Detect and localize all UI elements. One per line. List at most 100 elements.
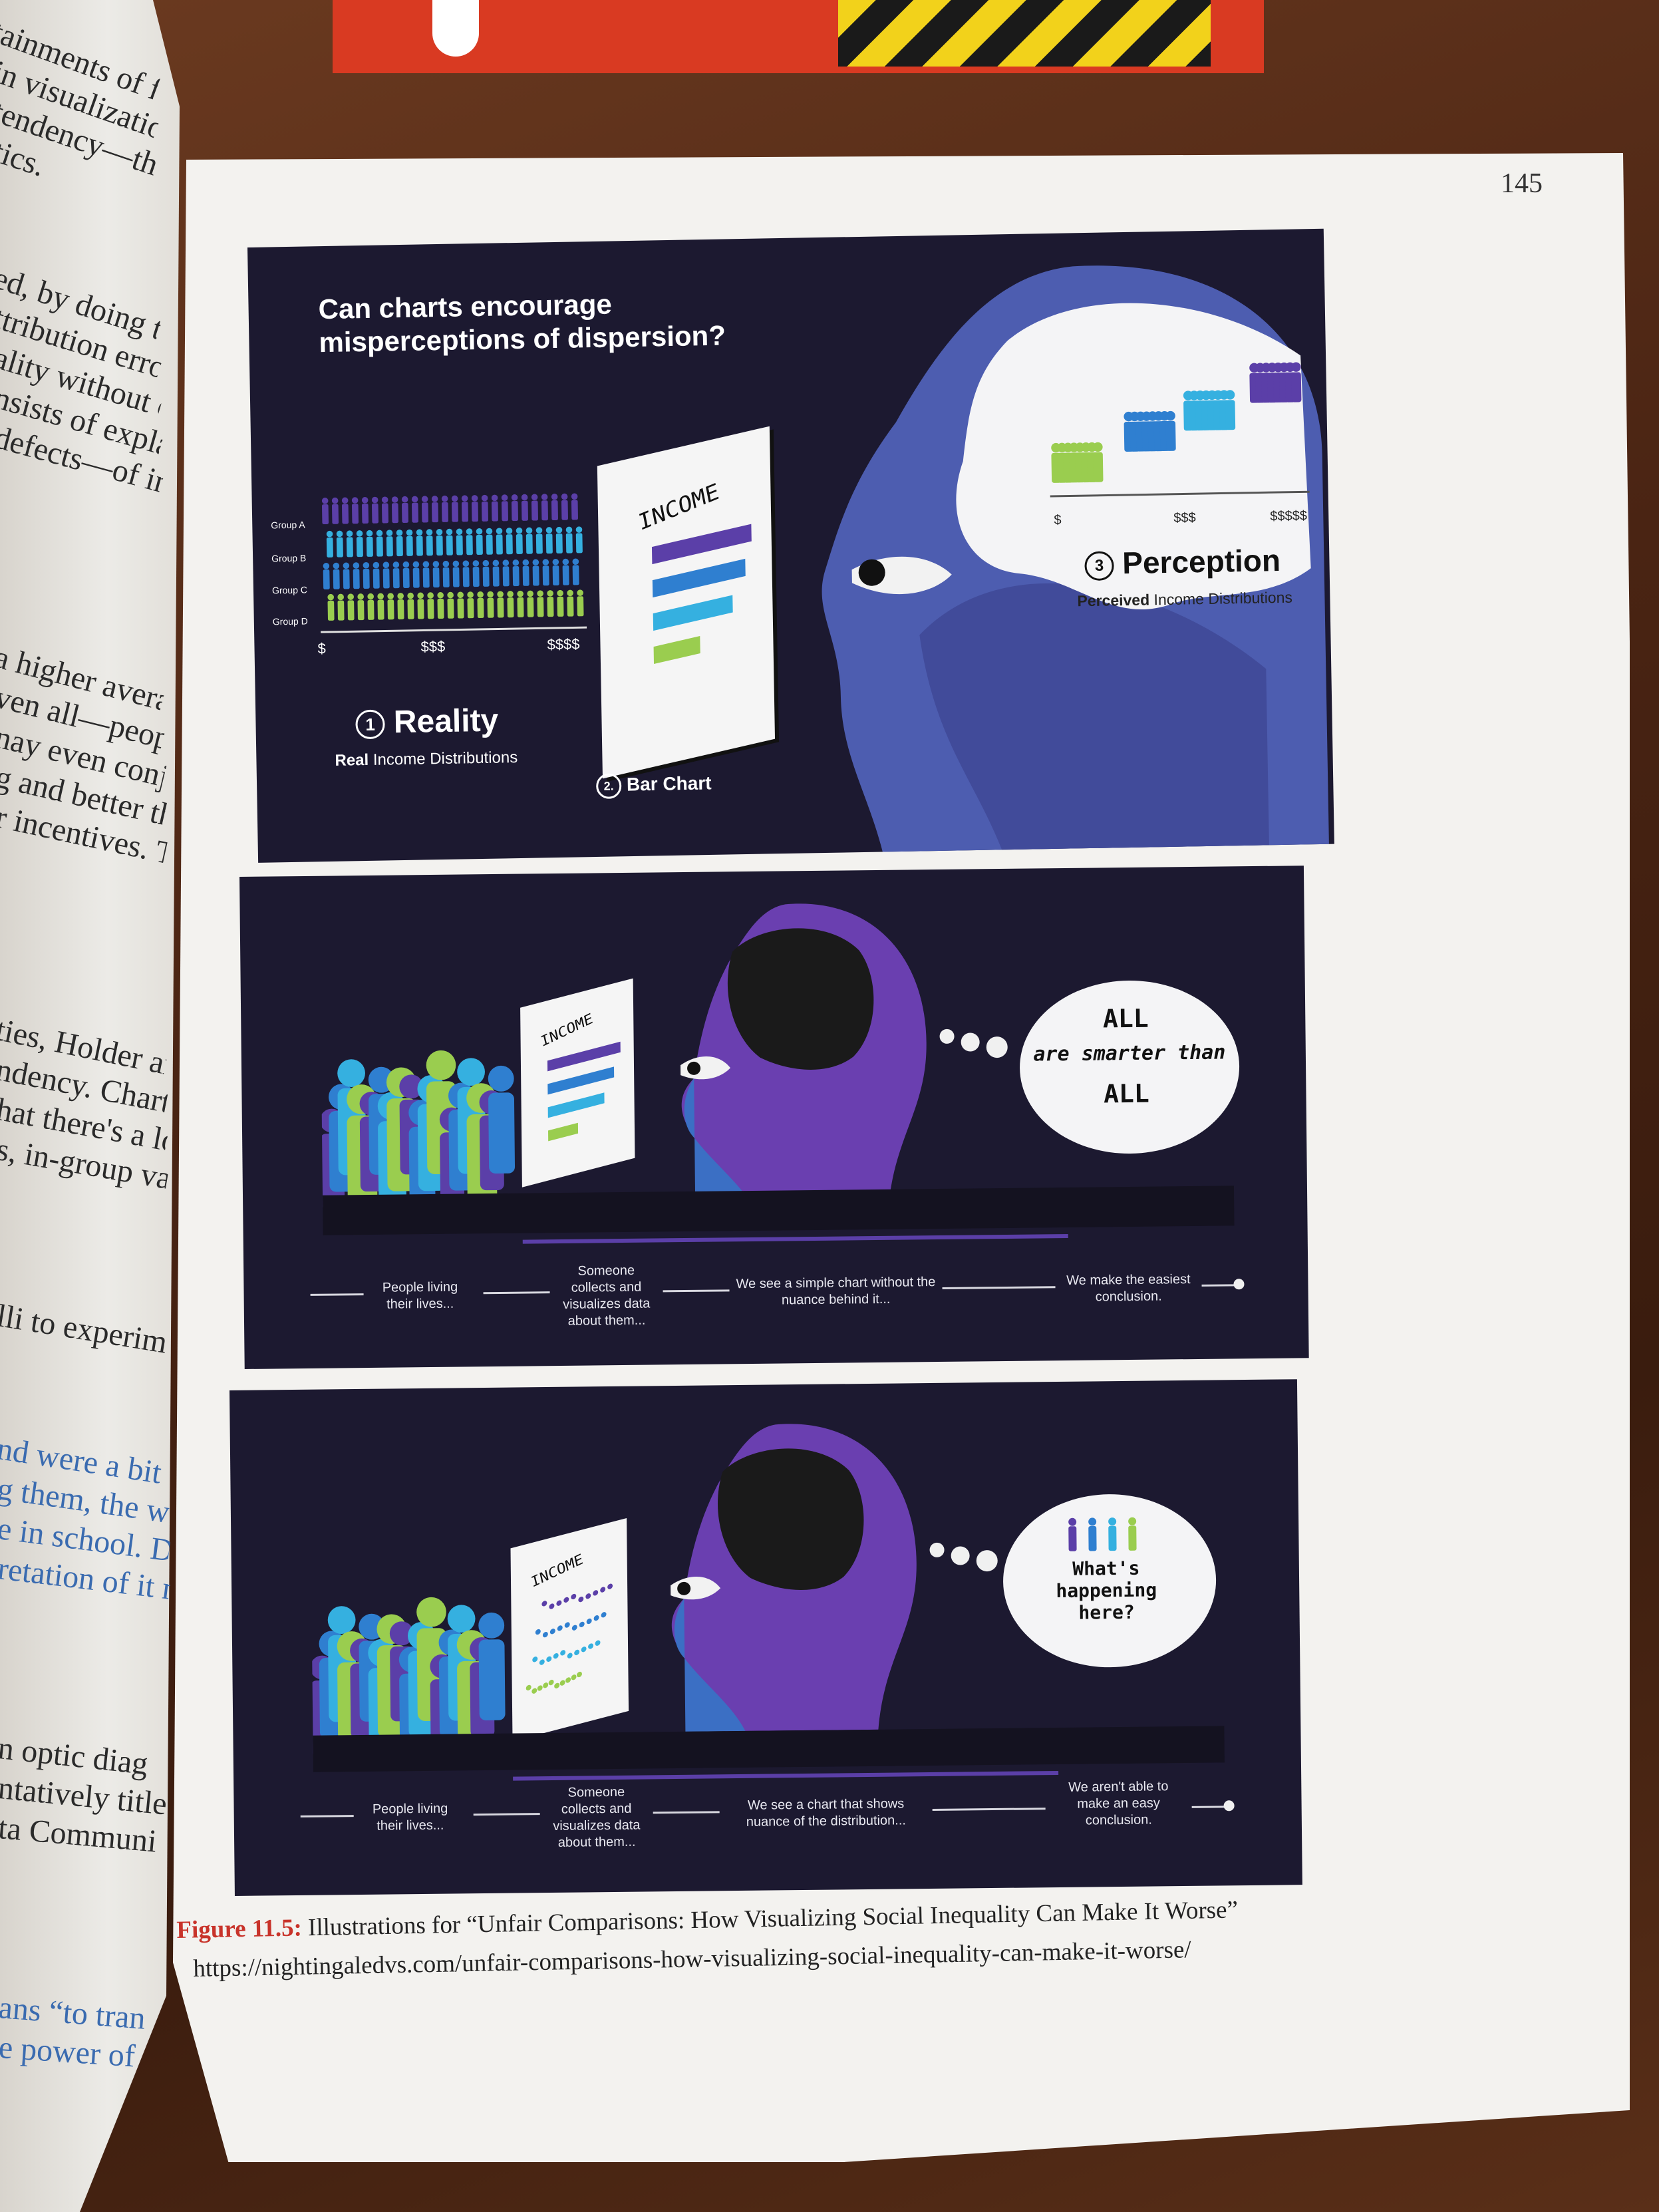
timeline-seg-1 (473, 1813, 540, 1816)
person-body (511, 501, 518, 522)
person-head (457, 591, 464, 599)
person-body (562, 565, 569, 585)
person-head (442, 560, 450, 567)
person-body (347, 600, 355, 621)
timeline-seg-3 (942, 1286, 1056, 1289)
distribution-dot (549, 1629, 555, 1635)
cloud-line-2: are smarter than (1033, 1040, 1226, 1066)
bar-green (548, 1122, 579, 1142)
bar-cyan (653, 595, 733, 631)
person-head (416, 529, 423, 536)
step-4: We aren't able to make an easy conclusio… (1068, 1779, 1169, 1828)
perception-title: 3 Perception (1084, 542, 1281, 581)
income-chart-card: INCOME (520, 978, 635, 1187)
perception-subtitle: Perceived Income Distributions (1077, 589, 1292, 611)
person-head (467, 591, 474, 598)
person-body (371, 503, 379, 524)
person-head (496, 528, 503, 535)
head-profile (671, 1424, 917, 1732)
person-head (377, 593, 384, 600)
person-body (1225, 400, 1236, 430)
step-1: People living their lives... (372, 1801, 448, 1833)
person-body (527, 597, 534, 617)
person-body (367, 599, 375, 620)
person-body (323, 569, 330, 590)
timeline-seg-2 (653, 1811, 720, 1814)
perception-title-text: Perception (1122, 542, 1281, 581)
distribution-dot (541, 1601, 547, 1607)
person-head (402, 561, 410, 568)
distribution-dot (593, 1590, 599, 1596)
person-body (461, 502, 469, 522)
person-head (337, 1059, 365, 1088)
person-head (487, 591, 494, 598)
person-head (1225, 390, 1235, 400)
thought-dot-1 (939, 1028, 955, 1044)
person-body (477, 597, 484, 619)
person-head (381, 496, 388, 504)
distribution-dot (559, 1680, 565, 1686)
group-a-label: Group A (271, 519, 305, 531)
person-body (572, 565, 579, 585)
person-body (406, 536, 413, 556)
crowd-people (311, 1597, 506, 1756)
distribution-dot (581, 1647, 587, 1653)
person-head (376, 530, 383, 537)
person-body (326, 537, 333, 557)
person-body (396, 536, 403, 557)
person-body (416, 536, 423, 556)
person-head (1165, 410, 1175, 421)
person-head (522, 559, 529, 566)
person-head (411, 496, 418, 503)
person-head (382, 561, 390, 569)
timeline-start (300, 1815, 354, 1817)
distribution-dot (531, 1688, 537, 1694)
person-body (1165, 420, 1176, 451)
person-head (466, 528, 473, 535)
person-body (575, 533, 583, 553)
person-head (331, 497, 339, 504)
person-head (416, 1597, 446, 1627)
step-1: People living their lives... (382, 1279, 458, 1312)
person-body (491, 501, 498, 522)
person-body (361, 503, 369, 524)
person-head (562, 558, 569, 565)
bar-chart-title: Bar Chart (626, 772, 712, 795)
dot-distribution-chart (526, 1583, 613, 1694)
person-head (441, 495, 448, 502)
person-body (506, 534, 513, 555)
distribution-dot (557, 1625, 563, 1631)
distribution-dot (563, 1597, 569, 1603)
person-body (537, 597, 544, 617)
panel1-question: Can charts encourage misperceptions of d… (318, 288, 726, 359)
person-head (346, 530, 353, 537)
person-head (477, 591, 484, 598)
person-body (382, 568, 390, 589)
person-body (541, 500, 548, 521)
perception-number: 3 (1084, 551, 1114, 581)
person-head (427, 592, 434, 599)
person-body (571, 500, 578, 520)
person-body (512, 565, 520, 587)
distribution-dot (586, 1618, 592, 1625)
person-body (482, 566, 490, 587)
person-body (356, 537, 363, 557)
person-head (447, 1605, 476, 1633)
person-head (391, 496, 398, 503)
person-body (417, 599, 424, 619)
perception-axis-low: $ (1054, 512, 1062, 528)
thought-dot-3 (986, 1036, 1008, 1058)
person-head (531, 494, 538, 501)
person-body (411, 502, 419, 523)
bar-cyan (547, 1092, 605, 1118)
person-head (401, 496, 408, 503)
page-number: 145 (1501, 168, 1543, 199)
distribution-dot (571, 1625, 577, 1631)
distribution-dot (549, 1603, 555, 1609)
person-head (399, 1074, 424, 1099)
person-head (492, 559, 500, 567)
distribution-dot (574, 1649, 580, 1656)
person-head (421, 496, 428, 503)
person-head (363, 561, 370, 569)
person-body (436, 535, 443, 556)
